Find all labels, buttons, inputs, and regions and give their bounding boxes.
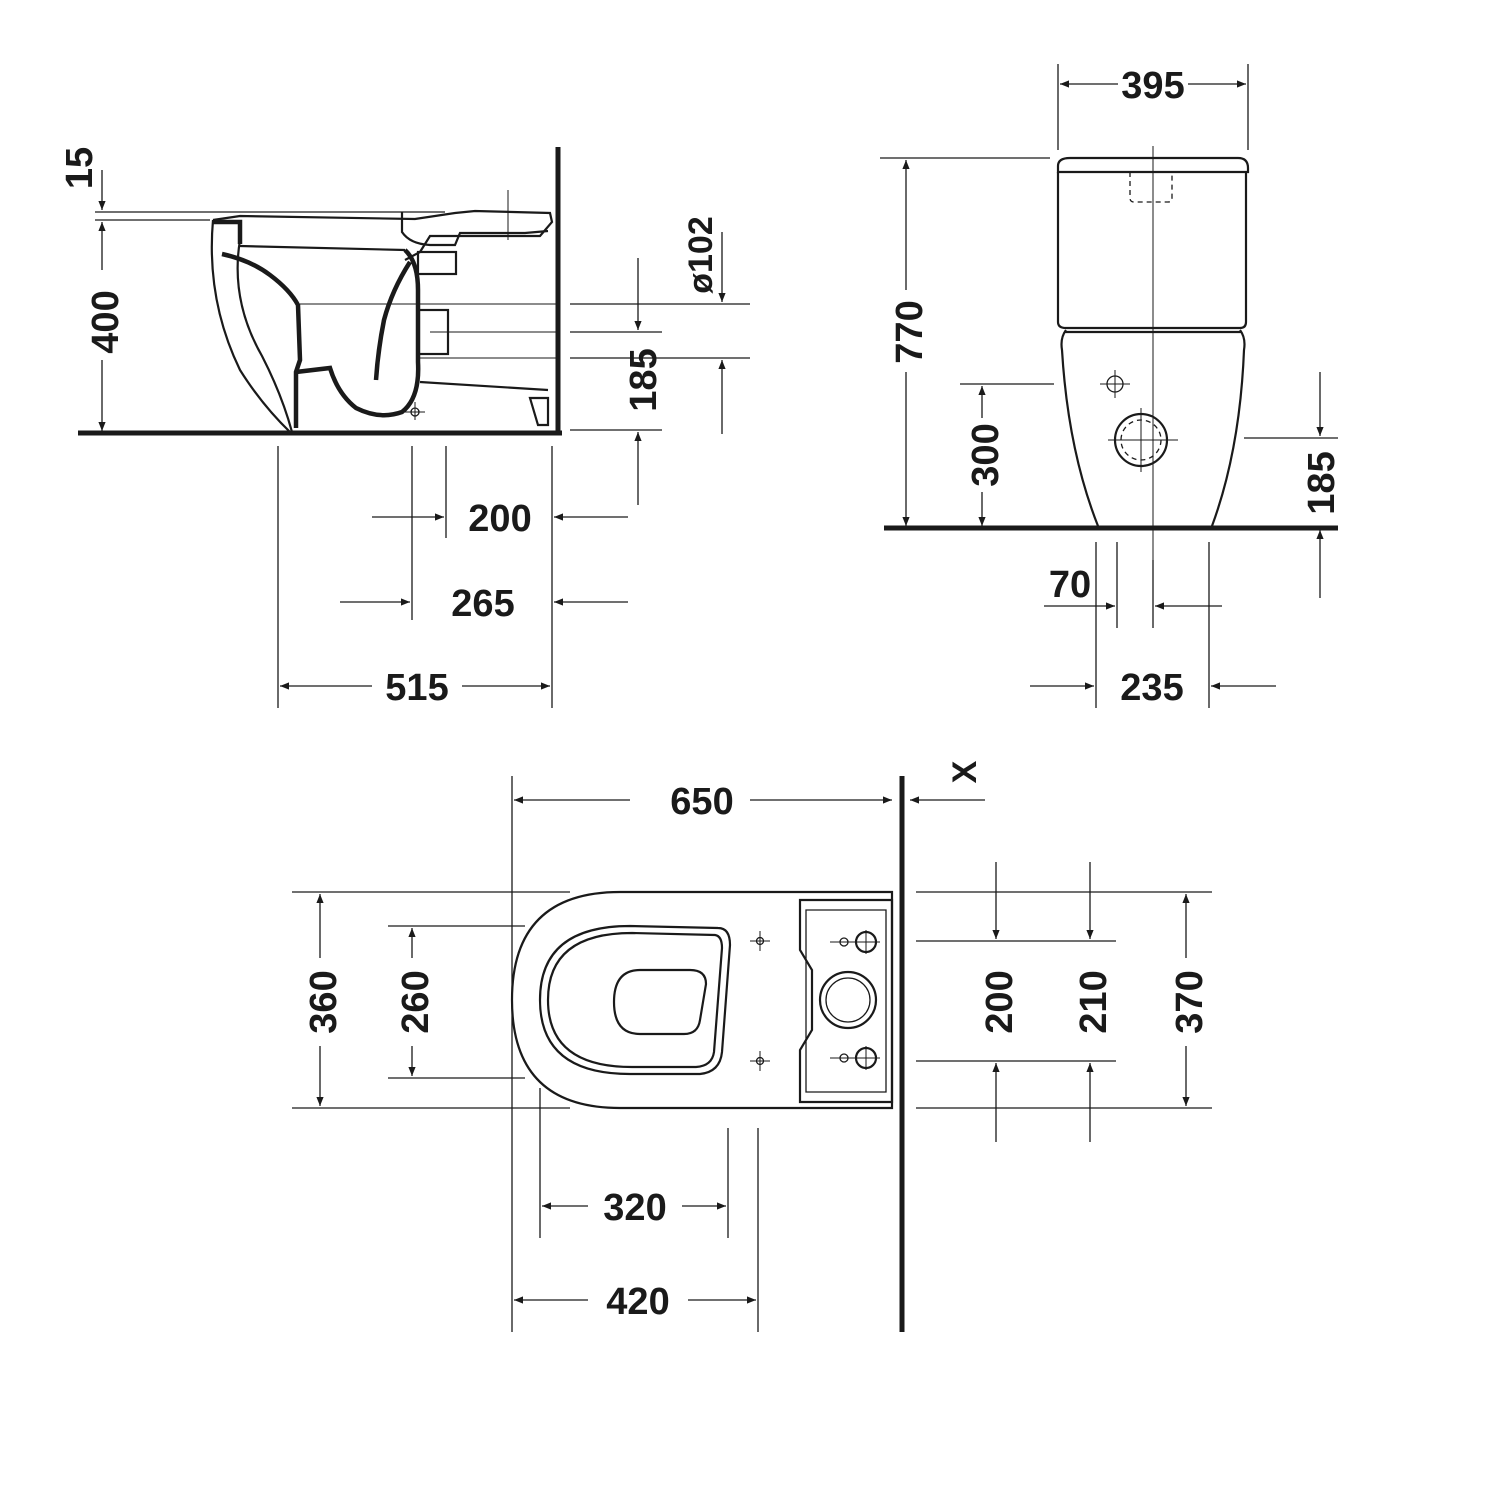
top-view: 650 X 360 260 200 210 370 320 xyxy=(292,760,1212,1332)
toilet-side-outline xyxy=(210,190,560,433)
dim-label-360: 360 xyxy=(303,970,345,1033)
dim-label-400: 400 xyxy=(85,290,127,353)
dim-label-235: 235 xyxy=(1120,667,1183,709)
dim-label-15: 15 xyxy=(59,147,101,189)
dim-label-260: 260 xyxy=(395,970,437,1033)
dim-label-265: 265 xyxy=(451,583,514,625)
dim-label-200-side: 200 xyxy=(468,498,531,540)
dim-label-70: 70 xyxy=(1049,564,1091,606)
dim-label-185-side: 185 xyxy=(623,348,665,411)
toilet-front-outline xyxy=(1056,146,1250,560)
dim-label-395: 395 xyxy=(1121,65,1184,107)
dim-label-210: 210 xyxy=(1073,970,1115,1033)
dim-label-300: 300 xyxy=(965,423,1007,486)
dim-label-200-top: 200 xyxy=(979,970,1021,1033)
dim-label-370: 370 xyxy=(1169,970,1211,1033)
dim-label-x: X xyxy=(946,760,984,783)
dim-label-185-front: 185 xyxy=(1301,451,1343,514)
front-view: 395 770 300 185 70 235 xyxy=(880,64,1343,709)
dim-label-650: 650 xyxy=(670,781,733,823)
dim-label-770: 770 xyxy=(889,300,931,363)
dim-label-diameter-102: ø102 xyxy=(682,216,720,294)
side-view: 15 400 ø102 185 200 265 515 xyxy=(59,147,750,709)
toilet-top-outline xyxy=(510,890,894,1110)
dim-label-320: 320 xyxy=(603,1187,666,1229)
dim-label-420: 420 xyxy=(606,1281,669,1323)
dim-label-515: 515 xyxy=(385,667,448,709)
